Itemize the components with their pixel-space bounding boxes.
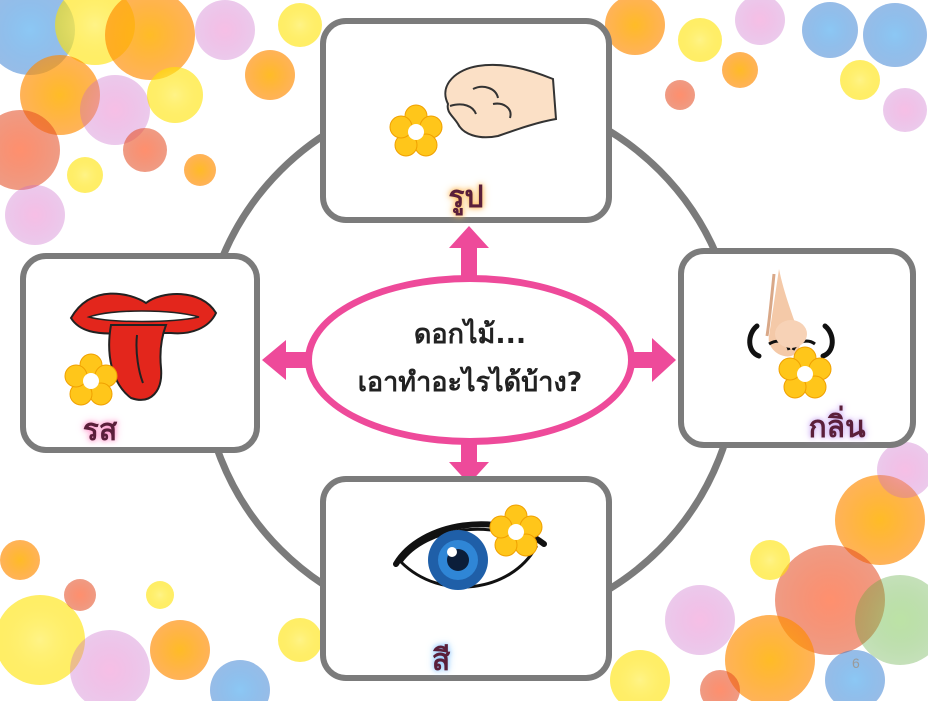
page-number: 6: [852, 655, 860, 671]
flower-icon: [389, 104, 443, 157]
card-taste-label: รส: [82, 413, 118, 448]
arrow-up-icon: [449, 226, 489, 276]
eye-icon: [393, 504, 547, 590]
nose-icon: [747, 269, 835, 399]
card-smell-label: กลิ่น: [808, 410, 866, 445]
center-question-line2: เอาทำอะไรได้บ้าง?: [357, 367, 583, 398]
card-color-label: สี: [431, 643, 451, 678]
card-smell: กลิ่น: [678, 248, 916, 448]
tongue-lips-icon: [64, 292, 218, 406]
arrow-down-icon: [449, 444, 489, 484]
flower-icon: [64, 353, 118, 406]
card-taste: รส: [20, 253, 260, 453]
arrow-right-icon: [632, 338, 676, 382]
card-color: สี: [320, 476, 612, 681]
arrow-left-icon: [262, 340, 308, 380]
card-form: รูป: [320, 18, 612, 223]
card-form-label: รูป: [448, 180, 484, 215]
hand-holding-flower-icon: [389, 63, 558, 157]
center-question-ellipse: ดอกไม้... เอาทำอะไรได้บ้าง?: [305, 275, 635, 445]
flower-icon: [778, 346, 832, 399]
center-question-line1: ดอกไม้...: [413, 319, 527, 350]
flower-icon: [489, 504, 543, 557]
